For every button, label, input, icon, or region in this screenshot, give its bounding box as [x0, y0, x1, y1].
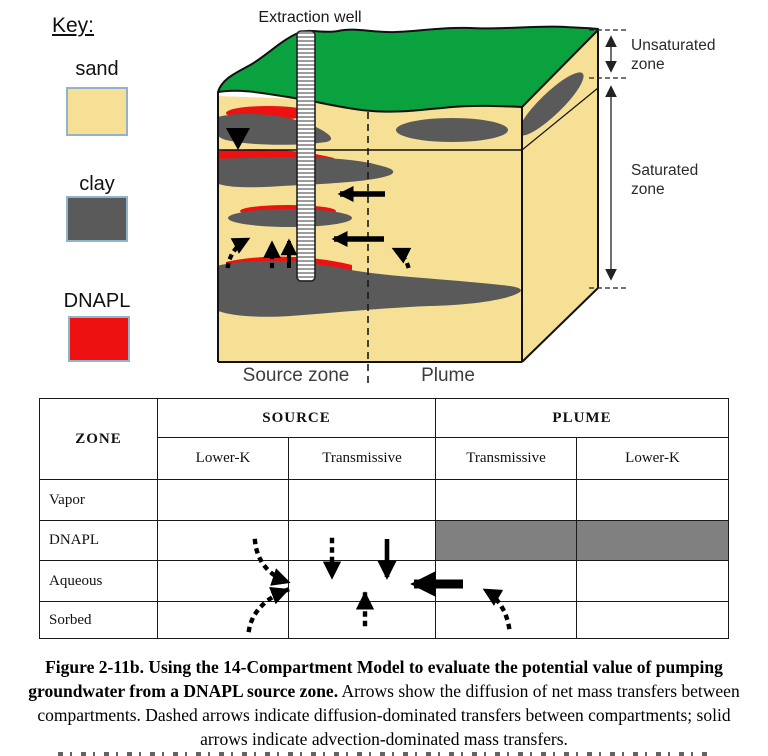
cropped-next-line: [58, 752, 708, 756]
clay-lens: [228, 209, 352, 227]
clay-lens: [396, 118, 508, 142]
block-front-face: [218, 96, 522, 362]
saturated-zone-label-line1: Saturated: [631, 162, 698, 179]
table-cell: [157, 520, 289, 561]
dnapl-pool: [226, 106, 310, 120]
col-header-zone: ZONE: [39, 398, 158, 480]
table-cell: [288, 560, 436, 602]
col-header-plume-lowerk: Lower-K: [576, 437, 729, 480]
legend-label-sand: sand: [75, 58, 119, 80]
clay-lens: [219, 113, 332, 145]
table-cell: [157, 479, 289, 521]
extraction-well: [296, 30, 316, 282]
caption-title: Figure 2-11b. Using the 14-Compartment M…: [28, 657, 723, 702]
legend-swatch-dnapl: [68, 316, 130, 362]
block-arrows: [225, 186, 412, 269]
table-cell: [157, 601, 289, 639]
col-group-source: SOURCE: [157, 398, 436, 438]
table-cell: [288, 520, 436, 561]
table-cell-dnapl-absent: [435, 520, 577, 561]
table-cell: [576, 479, 729, 521]
block-edges: [217, 29, 599, 363]
block-labels: Extraction well Source zone Plume Unsatu…: [243, 9, 716, 386]
source-zone-label: Source zone: [243, 365, 350, 386]
block-right-face: [522, 29, 598, 362]
diffusion-arrow: [225, 236, 251, 269]
clay-lens: [219, 157, 394, 188]
col-header-source-transmissive: Transmissive: [288, 437, 436, 480]
dnapl-pool: [226, 256, 352, 275]
table-cell: [576, 601, 729, 639]
legend-swatch-sand: [66, 87, 128, 136]
grass-surface: [217, 25, 599, 113]
row-label-sorbed: Sorbed: [39, 601, 158, 639]
col-header-source-lowerk: Lower-K: [157, 437, 289, 480]
col-header-plume-transmissive: Transmissive: [435, 437, 577, 480]
table-cell: [288, 479, 436, 521]
block-diagram: Extraction well Source zone Plume Unsatu…: [217, 9, 716, 388]
extraction-well-label: Extraction well: [258, 9, 361, 26]
clay-lens-right-face: [523, 72, 584, 136]
water-table-line-side: [523, 87, 597, 151]
dnapl-pool: [219, 149, 334, 164]
table-cell: [435, 560, 577, 602]
table-cell-dnapl-absent: [576, 520, 729, 561]
row-label-dnapl: DNAPL: [39, 520, 158, 561]
legend-title: Key:: [52, 14, 95, 37]
legend-swatch-clay: [66, 196, 128, 242]
unsaturated-zone-label-line1: Unsaturated: [631, 37, 715, 54]
table-cell: [435, 601, 577, 639]
table-cell: [288, 601, 436, 639]
compartment-table: ZONE SOURCE PLUME Lower-K Transmissive T…: [39, 398, 729, 639]
clay-lens: [219, 260, 521, 317]
row-label-vapor: Vapor: [39, 479, 158, 521]
zone-dimension-lines: [589, 29, 628, 289]
figure-caption: Figure 2-11b. Using the 14-Compartment M…: [24, 655, 744, 752]
row-label-aqueous: Aqueous: [39, 560, 158, 602]
col-group-plume: PLUME: [435, 398, 729, 438]
saturated-zone-label-line2: zone: [631, 181, 665, 198]
diffusion-arrow: [391, 246, 412, 269]
unsaturated-zone-label-line2: zone: [631, 56, 665, 73]
legend-label-clay: clay: [79, 173, 115, 195]
dnapl-pool: [240, 205, 336, 217]
water-table-symbol: [226, 128, 250, 150]
plume-label: Plume: [421, 365, 475, 386]
caption-body: Arrows show the diffusion of net mass tr…: [37, 681, 740, 750]
stratigraphy: [219, 106, 521, 317]
table-cell: [576, 560, 729, 602]
table-cell: [435, 479, 577, 521]
legend-label-dnapl: DNAPL: [63, 290, 131, 312]
table-cell: [157, 560, 289, 602]
